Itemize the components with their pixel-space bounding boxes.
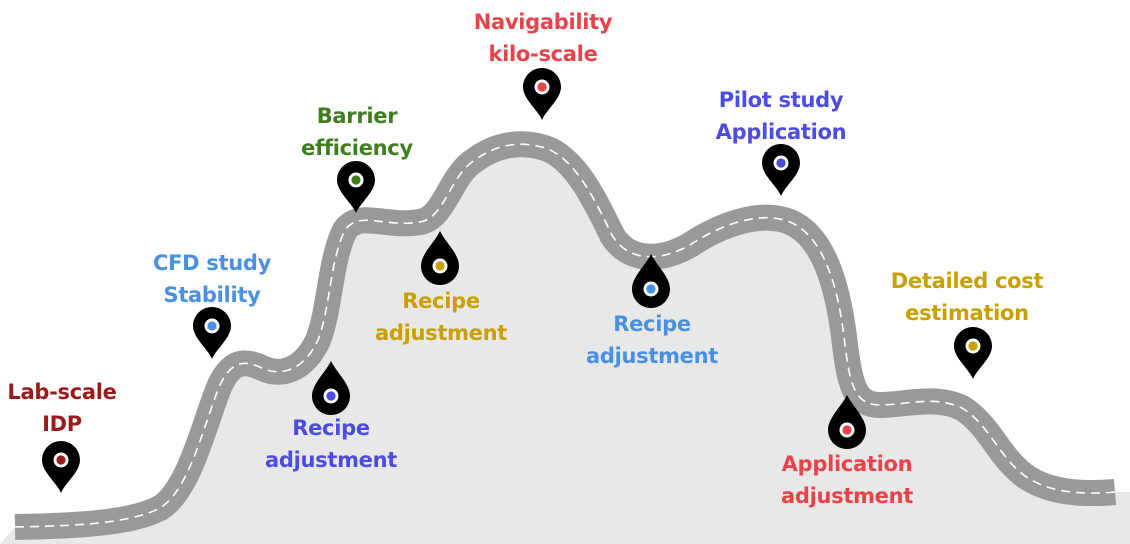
drop-pin-icon bbox=[632, 254, 670, 308]
map-pin-icon bbox=[42, 441, 80, 493]
milestone-label-detailed-cost: Detailed cost estimation bbox=[890, 265, 1044, 329]
map-pin-icon bbox=[193, 307, 231, 359]
milestone-label-recipe-adjustment-2: Recipe adjustment bbox=[375, 285, 507, 349]
map-pin-icon bbox=[337, 161, 375, 213]
map-pin-icon bbox=[954, 327, 992, 379]
drop-pin-icon bbox=[828, 395, 866, 449]
label-line: Navigability bbox=[473, 10, 613, 34]
label-line: adjustment bbox=[780, 484, 914, 508]
label-line: Recipe bbox=[292, 416, 370, 440]
milestone-label-recipe-adjustment-1: Recipe adjustment bbox=[265, 412, 397, 476]
milestone-label-cfd-study: CFD study Stability bbox=[153, 247, 271, 311]
label-line: Detailed cost bbox=[890, 269, 1044, 293]
label-line: IDP bbox=[42, 412, 82, 436]
label-line: Barrier bbox=[316, 104, 398, 128]
drop-pin-icon bbox=[312, 361, 350, 415]
label-line: Lab-scale bbox=[7, 380, 117, 404]
milestone-label-navigability: Navigability kilo-scale bbox=[474, 6, 613, 70]
label-line: kilo-scale bbox=[488, 42, 598, 66]
label-line: Application bbox=[781, 452, 913, 476]
label-line: efficiency bbox=[301, 136, 413, 160]
label-line: CFD study bbox=[152, 251, 272, 275]
milestone-label-application-adjustment: Application adjustment bbox=[781, 448, 913, 512]
drop-pin-icon bbox=[421, 231, 459, 285]
label-line: Pilot study bbox=[718, 88, 844, 112]
milestone-label-lab-scale: Lab-scale IDP bbox=[7, 376, 116, 440]
map-pin-icon bbox=[762, 144, 800, 196]
map-pin-icon bbox=[523, 68, 561, 120]
label-line: Application bbox=[715, 120, 847, 144]
label-line: Stability bbox=[163, 283, 261, 307]
milestone-label-recipe-adjustment-3: Recipe adjustment bbox=[586, 308, 718, 372]
label-line: adjustment bbox=[264, 448, 398, 472]
label-line: Recipe bbox=[402, 289, 480, 313]
road-center-line bbox=[14, 143, 1116, 528]
milestone-label-pilot-study: Pilot study Application bbox=[716, 84, 847, 148]
label-line: Recipe bbox=[613, 312, 691, 336]
label-line: estimation bbox=[905, 301, 1029, 325]
milestone-label-barrier-efficiency: Barrier efficiency bbox=[301, 100, 413, 164]
label-line: adjustment bbox=[585, 344, 719, 368]
label-line: adjustment bbox=[374, 321, 508, 345]
